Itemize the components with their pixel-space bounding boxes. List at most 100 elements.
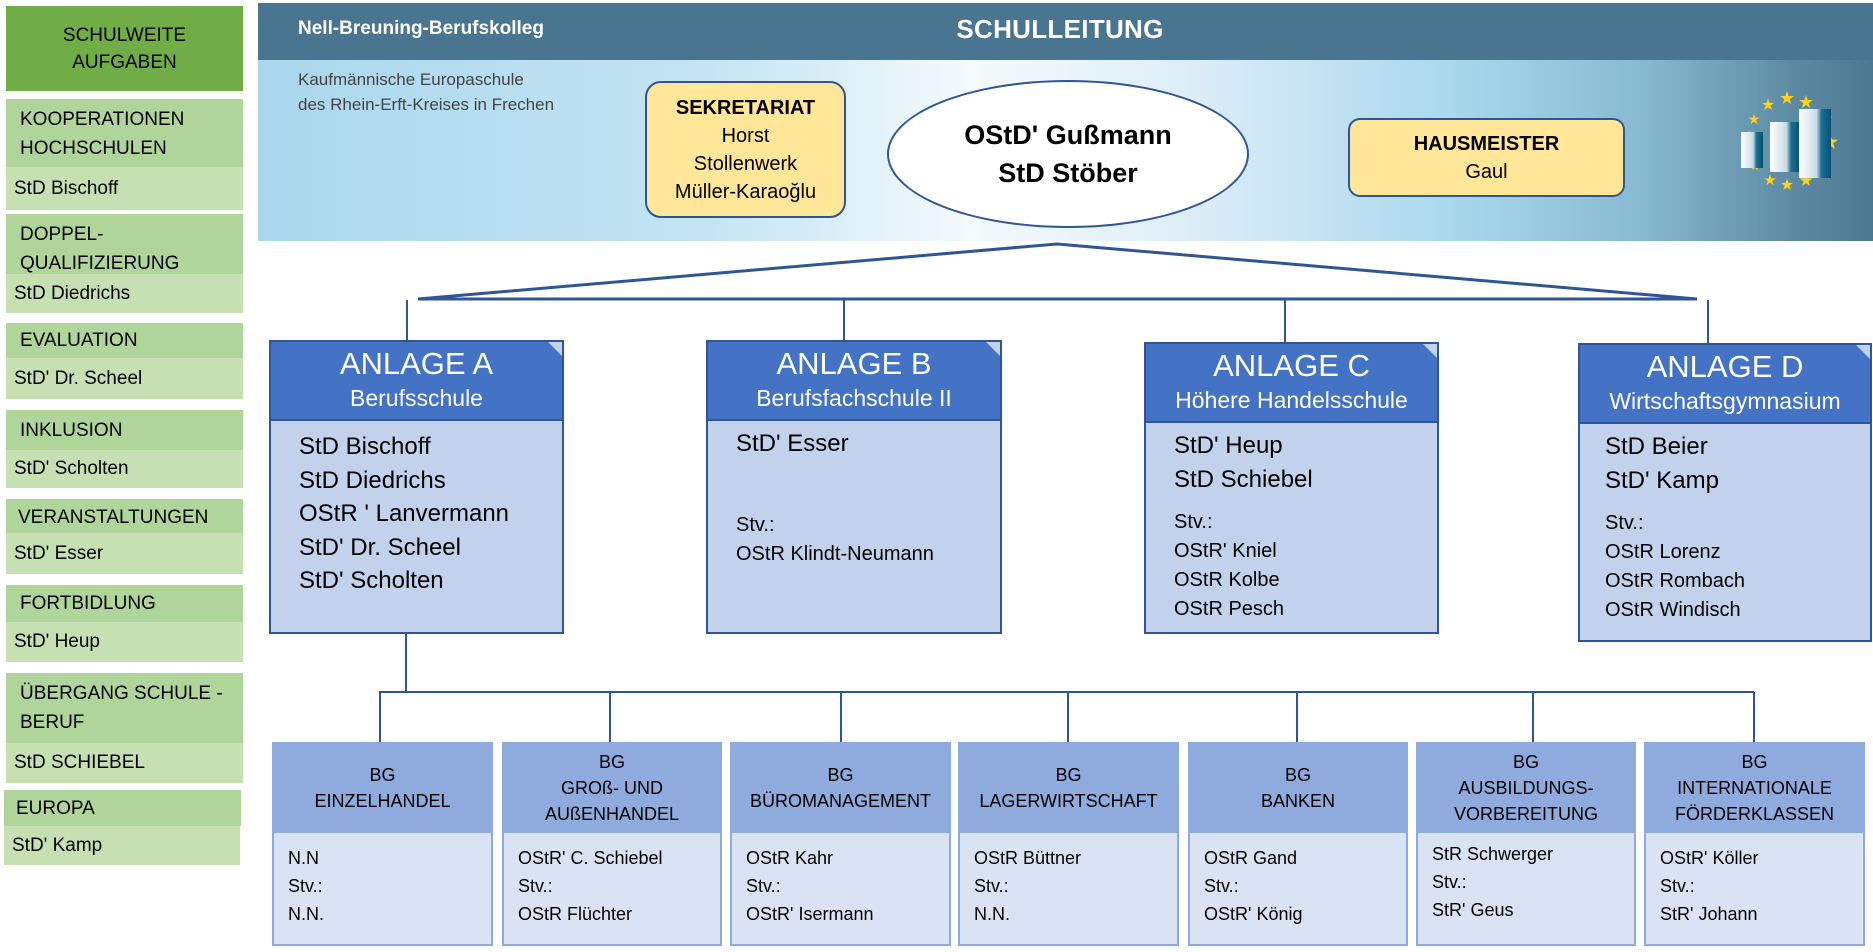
anlage-subtitle: Berufsfachschule II bbox=[756, 385, 952, 411]
bg-deputy: OStR' König bbox=[1204, 904, 1303, 924]
school-subtitle: Kaufmännische Europaschule des Rhein-Erf… bbox=[298, 70, 555, 114]
anlage-title: ANLAGE A bbox=[339, 346, 494, 381]
bg-members: OStR Kahr Stv.: OStR' Isermann bbox=[746, 844, 873, 928]
svg-text:★: ★ bbox=[1761, 97, 1775, 114]
bg-box-lagerwirtschaft: BG LAGERWIRTSCHAFT OStR Büttner Stv.: N.… bbox=[958, 742, 1179, 946]
bg-title-line: BG bbox=[1512, 751, 1539, 772]
anlage-title: ANLAGE D bbox=[1646, 349, 1804, 384]
deputy-label: Stv.: bbox=[1660, 876, 1695, 896]
bg-lead: N.N bbox=[288, 848, 319, 868]
school-wide-tasks-title: SCHULWEITE AUFGABEN bbox=[6, 6, 243, 91]
bg-members: OStR' C. Schiebel Stv.: OStR Flüchter bbox=[518, 844, 663, 928]
bg-members: N.N Stv.: N.N. bbox=[288, 844, 324, 928]
svg-text:★: ★ bbox=[1779, 88, 1795, 108]
deputy-label: Stv.: bbox=[1204, 876, 1239, 896]
caretaker-name: Gaul bbox=[1465, 160, 1508, 183]
secretariat-label: SEKRETARIAT bbox=[675, 96, 816, 119]
deputy-label: Stv.: bbox=[1174, 511, 1213, 533]
bg-lead: OStR Gand bbox=[1204, 848, 1298, 868]
svg-text:★: ★ bbox=[1763, 172, 1776, 189]
anlage-header: ANLAGE B Berufsfachschule II bbox=[708, 342, 1000, 421]
principal-ellipse: OStD' Gußmann StD Stöber bbox=[887, 80, 1249, 228]
caretaker-box: HAUSMEISTER Gaul bbox=[1348, 118, 1625, 197]
bg-deputy: OStR Flüchter bbox=[518, 904, 633, 924]
bg-title-line: BG bbox=[1741, 751, 1768, 772]
bg-title-line: BG bbox=[598, 751, 625, 772]
bg-members: StR Schwerger Stv.: StR' Geus bbox=[1432, 840, 1553, 924]
anlage-members: StD' Heup StD Schiebel Stv.: OStR' Kniel… bbox=[1174, 429, 1431, 624]
bg-title-line: LAGERWIRTSCHAFT bbox=[979, 790, 1158, 811]
bg-deputy: StR' Johann bbox=[1660, 904, 1758, 924]
task-person: StD' Esser bbox=[6, 533, 243, 574]
anlage-deputy: OStR Klindt-Neumann bbox=[736, 542, 934, 565]
anlage-members: StD Beier StD' Kamp Stv.: OStR Lorenz OS… bbox=[1605, 430, 1864, 625]
page-title: SCHULLEITUNG bbox=[956, 14, 1164, 44]
task-double-qualification: DOPPEL- QUALIFIZIERUNG bbox=[6, 214, 243, 274]
svg-text:★: ★ bbox=[1798, 92, 1814, 112]
anlage-subtitle: Höhere Handelsschule bbox=[1175, 387, 1408, 413]
anlage-header: ANLAGE A Berufsschule bbox=[271, 342, 562, 421]
bg-title-line: BÜROMANAGEMENT bbox=[749, 790, 931, 811]
bg-members: OStR Büttner Stv.: N.N. bbox=[974, 844, 1081, 928]
bg-box-internationale-foerderklassen: BG INTERNATIONALE FÖRDERKLASSEN OStR' Kö… bbox=[1644, 742, 1865, 946]
deputy-label: Stv.: bbox=[288, 876, 323, 896]
bg-deputy: N.N. bbox=[288, 904, 324, 924]
bg-header: BG EINZELHANDEL bbox=[272, 742, 493, 833]
deputy-label: Stv.: bbox=[1605, 512, 1644, 534]
principal-name: OStD' Gußmann bbox=[964, 120, 1172, 150]
deputy-label: Stv.: bbox=[518, 876, 553, 896]
task-cooperation-universities: KOOPERATIONEN HOCHSCHULEN bbox=[6, 99, 243, 167]
bg-deputy: N.N. bbox=[974, 904, 1010, 924]
anlage-title: ANLAGE C bbox=[1213, 348, 1370, 383]
task-events: VERANSTALTUNGEN bbox=[6, 499, 243, 533]
bg-title-line: VORBEREITUNG bbox=[1453, 803, 1599, 824]
bg-box-ausbildungsvorbereitung: BG AUSBILDUNGS- VORBEREITUNG StR Schwerg… bbox=[1416, 742, 1636, 946]
bg-title-line: GROß- UND bbox=[561, 777, 663, 798]
bg-deputy: OStR' Isermann bbox=[746, 904, 874, 924]
bg-lead: OStR Büttner bbox=[974, 848, 1082, 868]
anlage-a-box: ANLAGE A Berufsschule StD Bischoff StD D… bbox=[269, 340, 564, 634]
anlage-header: ANLAGE C Höhere Handelsschule bbox=[1146, 344, 1437, 423]
bg-title-line: AUSBILDUNGS- bbox=[1458, 777, 1594, 798]
bg-title-line: BANKEN bbox=[1260, 790, 1336, 811]
anlage-deputy: OStR Windisch bbox=[1605, 599, 1741, 621]
task-person: StD' Scholten bbox=[6, 450, 243, 488]
header-band bbox=[258, 3, 1873, 60]
caretaker-label: HAUSMEISTER bbox=[1413, 132, 1560, 155]
anlage-deputy: OStR Kolbe bbox=[1174, 569, 1280, 591]
task-training: FORTBIDLUNG bbox=[6, 585, 243, 622]
vice-principal-name: StD Stöber bbox=[998, 158, 1138, 188]
bg-members: OStR Gand Stv.: OStR' König bbox=[1204, 844, 1302, 928]
task-person: StD Bischoff bbox=[6, 167, 243, 210]
anlage-deputy: OStR Rombach bbox=[1605, 570, 1746, 592]
bg-box-gross-aussenhandel: BG GROß- UND AUßENHANDEL OStR' C. Schieb… bbox=[502, 742, 722, 946]
anlage-title: ANLAGE B bbox=[776, 346, 932, 381]
task-inclusion: INKLUSION bbox=[6, 410, 243, 450]
bg-title-line: BG bbox=[827, 764, 854, 785]
anlage-lead: StD' Esser bbox=[736, 430, 849, 457]
bg-header: BG GROß- UND AUßENHANDEL bbox=[502, 742, 722, 833]
secretariat-name: Stollenwerk bbox=[693, 152, 798, 175]
secretariat-name: Müller-Karaoğlu bbox=[674, 180, 817, 203]
task-europe: EUROPA bbox=[4, 790, 241, 826]
anlage-deputy: OStR Lorenz bbox=[1605, 541, 1721, 563]
anlage-header: ANLAGE D Wirtschaftsgymnasium bbox=[1580, 345, 1870, 424]
anlage-subtitle: Wirtschaftsgymnasium bbox=[1609, 388, 1841, 414]
anlage-lead: StD Schiebel bbox=[1174, 465, 1313, 493]
bg-title-line: BG bbox=[369, 764, 396, 785]
svg-text:★: ★ bbox=[1748, 111, 1761, 127]
bg-lead: OStR' C. Schiebel bbox=[518, 848, 663, 868]
secretariat-box: SEKRETARIAT Horst Stollenwerk Müller-Kar… bbox=[645, 81, 846, 218]
bg-lead: OStR Kahr bbox=[746, 848, 834, 868]
anlage-members: StD' Esser Stv.: OStR Klindt-Neumann bbox=[736, 427, 994, 569]
connector-triangle bbox=[417, 242, 1698, 301]
school-name: Nell-Breuning-Berufskolleg bbox=[298, 18, 544, 39]
task-person: StD SCHIEBEL bbox=[6, 743, 243, 783]
anlage-lead: StD Diedrichs bbox=[299, 466, 446, 494]
anlage-c-box: ANLAGE C Höhere Handelsschule StD' Heup … bbox=[1144, 342, 1439, 634]
anlage-lead: OStR ' Lanvermann bbox=[299, 500, 510, 527]
bg-members: OStR' Köller Stv.: StR' Johann bbox=[1660, 844, 1758, 928]
anlage-lead: StD' Kamp bbox=[1605, 466, 1719, 494]
bg-title-line: INTERNATIONALE bbox=[1677, 777, 1832, 798]
